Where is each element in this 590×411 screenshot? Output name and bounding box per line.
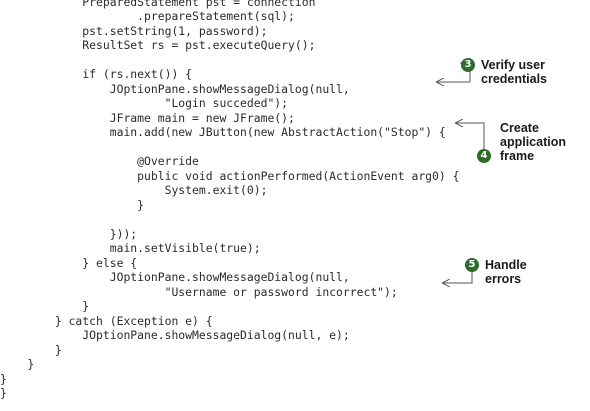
callout-number-badge: 3 [461,58,475,72]
callout-verify-line: credentials [481,72,548,86]
code-line: "Login succeded"); [0,96,289,110]
code-line: ResultSet rs = pst.executeQuery(); [0,38,316,52]
code-line: } catch (Exception e) { [0,314,213,328]
callout-frame-line: application [500,135,566,149]
callout-frame: Create application frame [500,121,566,163]
code-line: JOptionPane.showMessageDialog(null, [0,82,350,96]
callout-frame-line: Create [500,121,539,135]
code-line: } else { [0,256,138,270]
code-line: PreparedStatement pst = connection [0,0,316,9]
code-line: } [0,357,35,371]
callout-frame-line: frame [500,149,535,163]
code-line: if (rs.next()) { [0,67,193,81]
code-line: } [0,198,145,212]
callout-errors: 5 Handle errors [465,258,527,286]
code-line: main.setVisible(true); [0,241,261,255]
code-line: main.add(new JButton(new AbstractAction(… [0,125,446,139]
callout-number-badge: 5 [465,258,479,272]
callout-errors-line: Handle [485,258,527,272]
code-line: public void actionPerformed(ActionEvent … [0,169,460,183]
code-line: JOptionPane.showMessageDialog(null, e); [0,328,350,342]
code-line: pst.setString(1, password); [0,24,268,38]
code-line: } [0,299,90,313]
code-line: })); [0,227,138,241]
code-line: @Override [0,154,199,168]
callout-errors-line: errors [485,272,522,286]
code-line: JFrame main = new JFrame(); [0,111,295,125]
callout-errors-text: Handle errors [485,258,527,286]
callout-frame-text: Create application frame [500,121,566,163]
code-line: } [0,372,7,386]
code-line: JOptionPane.showMessageDialog(null, [0,270,350,284]
leader-line-frame [456,123,485,150]
callout-verify-text: Verify user credentials [481,58,547,86]
code-line: "Username or password incorrect"); [0,285,398,299]
leader-line-errors [443,272,473,283]
code-line: } [0,386,7,400]
code-line: } [0,343,62,357]
code-line: .prepareStatement(sql); [0,9,295,23]
code-line: System.exit(0); [0,183,268,197]
callout-verify: 3 Verify user credentials [461,58,547,86]
callout-verify-line: Verify user [481,58,545,72]
callout-number-badge: 4 [477,149,491,163]
